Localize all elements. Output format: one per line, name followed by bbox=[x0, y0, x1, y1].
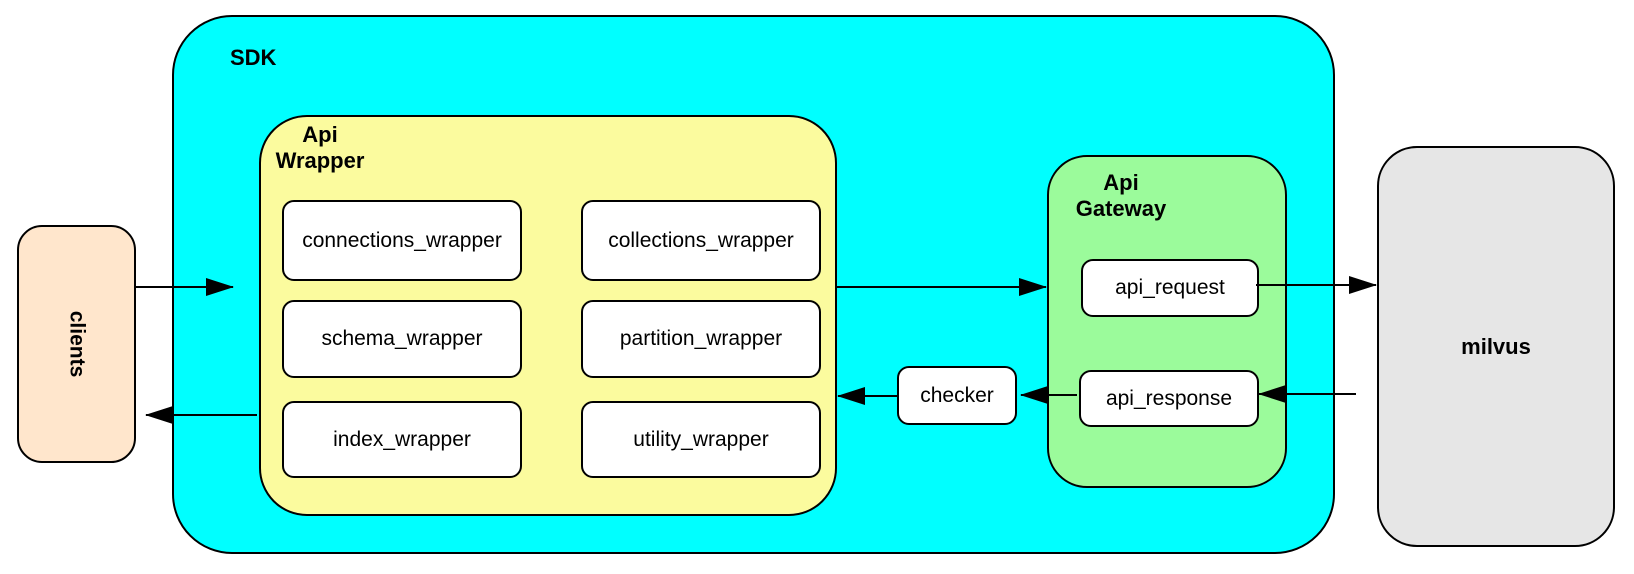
partition-wrapper-box: partition_wrapper bbox=[581, 300, 821, 378]
api-gateway-label: Api Gateway bbox=[1075, 170, 1167, 221]
schema-wrapper-label: schema_wrapper bbox=[321, 327, 483, 350]
connections-wrapper-label: connections_wrapper bbox=[302, 228, 502, 252]
milvus-label: milvus bbox=[1461, 333, 1531, 359]
schema-wrapper-box: schema_wrapper bbox=[282, 300, 522, 378]
milvus-box: milvus bbox=[1377, 146, 1615, 547]
api-wrapper-label: Api Wrapper bbox=[275, 122, 365, 173]
clients-box: clients bbox=[17, 225, 136, 463]
api-gateway-box: Api Gateway api_request api_response bbox=[1047, 155, 1287, 488]
api-request-label: api_request bbox=[1115, 276, 1225, 299]
collections-wrapper-label: collections_wrapper bbox=[608, 228, 794, 252]
api-wrapper-box: Api Wrapper connections_wrapper collecti… bbox=[259, 115, 837, 516]
sdk-label: SDK bbox=[230, 45, 277, 70]
utility-wrapper-label: utility_wrapper bbox=[633, 427, 769, 451]
checker-label: checker bbox=[920, 383, 994, 407]
api-request-box: api_request bbox=[1081, 259, 1259, 317]
api-response-label: api_response bbox=[1105, 386, 1233, 410]
partition-wrapper-label: partition_wrapper bbox=[619, 327, 783, 350]
checker-box: checker bbox=[897, 366, 1017, 425]
clients-label: clients bbox=[65, 310, 89, 378]
utility-wrapper-box: utility_wrapper bbox=[581, 401, 821, 478]
index-wrapper-label: index_wrapper bbox=[333, 427, 471, 451]
index-wrapper-box: index_wrapper bbox=[282, 401, 522, 478]
connections-wrapper-box: connections_wrapper bbox=[282, 200, 522, 281]
api-response-box: api_response bbox=[1079, 370, 1259, 427]
collections-wrapper-box: collections_wrapper bbox=[581, 200, 821, 281]
